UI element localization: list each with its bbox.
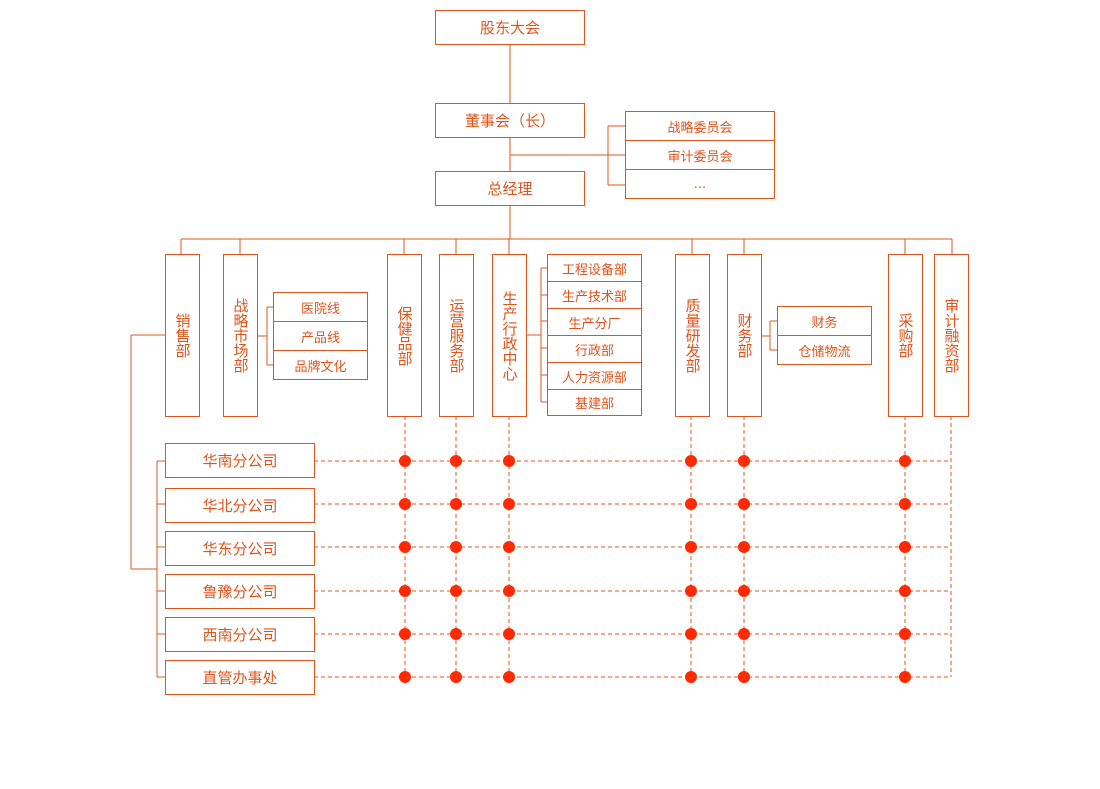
intersection-dot-0-4 [738,455,750,467]
intersection-dot-3-0 [399,585,411,597]
intersection-dot-3-4 [738,585,750,597]
dept-operations: 运营服务部 [439,254,474,417]
intersection-dot-2-1 [450,541,462,553]
finance-sub-finance: 财务 [778,307,871,336]
dept-finance: 财务部 [727,254,762,417]
shareholders-meeting-box: 股东大会 [435,10,585,45]
dept-production-admin: 生产行政中心 [492,254,527,417]
branch-southwest: 西南分公司 [165,617,315,652]
intersection-dot-5-2 [503,671,515,683]
intersection-dot-1-2 [503,498,515,510]
intersection-dot-1-4 [738,498,750,510]
intersection-dot-3-3 [685,585,697,597]
intersection-dot-2-5 [899,541,911,553]
branch-east-china: 华东分公司 [165,531,315,566]
intersection-dot-0-3 [685,455,697,467]
intersection-dot-5-3 [685,671,697,683]
general-manager-box: 总经理 [435,171,585,206]
production-sub-hr: 人力资源部 [548,363,641,390]
dept-health-products: 保健品部 [387,254,422,417]
board-box: 董事会（长） [435,103,585,138]
dept-strategy-market: 战略市场部 [223,254,258,417]
intersection-dot-2-2 [503,541,515,553]
production-sub-factory: 生产分厂 [548,309,641,336]
intersection-dot-5-1 [450,671,462,683]
production-sub-technology: 生产技术部 [548,282,641,309]
intersection-dot-5-4 [738,671,750,683]
intersection-dot-0-0 [399,455,411,467]
branch-south-china: 华南分公司 [165,443,315,478]
intersection-dot-4-0 [399,628,411,640]
production-sub-admin: 行政部 [548,336,641,363]
intersection-dot-2-0 [399,541,411,553]
strategy-sub-brand: 品牌文化 [294,359,347,375]
committee-audit: 审计委员会 [626,141,774,170]
dept-audit-finance: 审计融资部 [934,254,969,417]
strategy-sub-hospital: 医院线 [274,293,367,322]
intersection-dot-1-1 [450,498,462,510]
intersection-dot-4-5 [899,628,911,640]
intersection-dot-1-3 [685,498,697,510]
intersection-dot-1-0 [399,498,411,510]
intersection-dot-5-5 [899,671,911,683]
intersection-dot-3-1 [450,585,462,597]
dept-sales: 销售部 [165,254,200,417]
finance-sub-list: 财务 仓储物流 [777,306,872,365]
intersection-dot-4-3 [685,628,697,640]
committee-strategy: 战略委员会 [626,112,774,141]
branch-luyu: 鲁豫分公司 [165,574,315,609]
finance-sub-logistics: 仓储物流 [798,344,851,360]
intersection-dot-4-2 [503,628,515,640]
intersection-dot-0-2 [503,455,515,467]
strategy-sub-product: 产品线 [274,322,367,351]
production-sub-engineering: 工程设备部 [548,255,641,282]
production-sub-list: 工程设备部 生产技术部 生产分厂 行政部 人力资源部 基建部 [547,254,642,416]
committee-more: ... [693,176,707,192]
dept-quality-rd: 质量研发部 [675,254,710,417]
intersection-dot-3-2 [503,585,515,597]
intersection-dot-2-3 [685,541,697,553]
intersection-dot-1-5 [899,498,911,510]
branch-direct-office: 直管办事处 [165,660,315,695]
dept-procurement: 采购部 [888,254,923,417]
intersection-dot-0-5 [899,455,911,467]
intersection-dot-4-4 [738,628,750,640]
strategy-sub-list: 医院线 产品线 品牌文化 [273,292,368,380]
intersection-dot-3-5 [899,585,911,597]
intersection-dot-0-1 [450,455,462,467]
branch-north-china: 华北分公司 [165,488,315,523]
intersection-dot-2-4 [738,541,750,553]
intersection-dot-5-0 [399,671,411,683]
intersection-dot-4-1 [450,628,462,640]
production-sub-infrastructure: 基建部 [574,397,614,412]
committees-list: 战略委员会 审计委员会 ... [625,111,775,199]
